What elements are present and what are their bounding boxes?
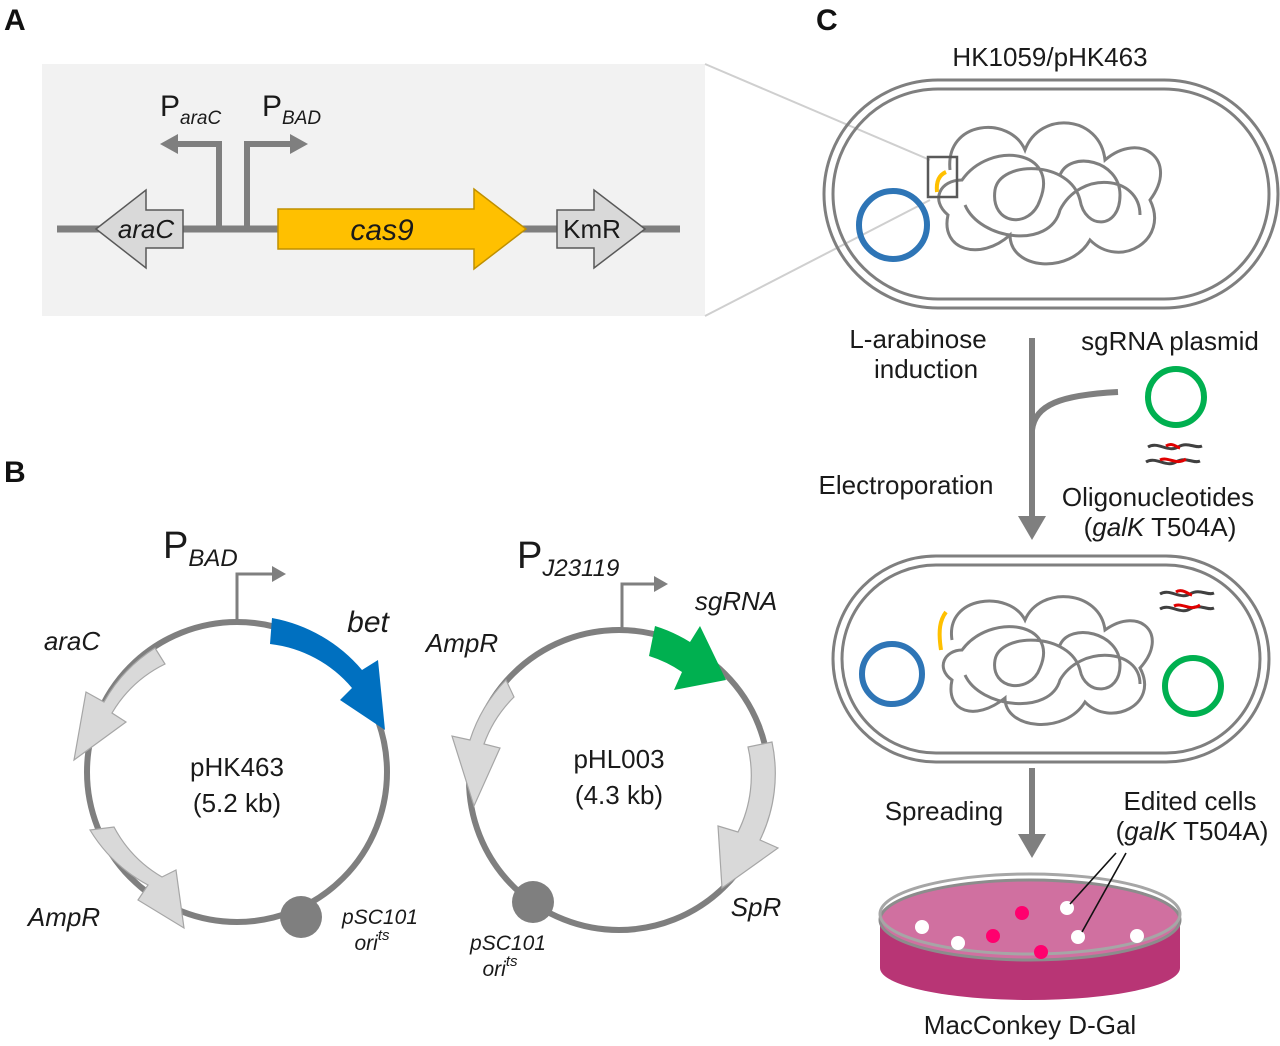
panel-a-background [42,64,705,316]
plate-lid-rim [878,872,1182,956]
cell-top-outer-membrane [822,78,1280,310]
promoter-bad-label: PBAD [262,90,321,129]
colony-red [986,929,1000,943]
phl003-promoter-arrowhead [654,576,668,592]
colony-white [951,936,965,950]
cell-bottom-oligo-2 [1159,605,1215,613]
cell-bottom-oligo-2-mutation [1173,603,1201,610]
flow-arrow-spreading-head [1018,834,1046,858]
panel-label-a: A [4,4,26,37]
phl003-promoter-arrow [620,582,656,630]
promoter-bad-arrow [244,141,294,226]
oligo-icon-2-mutation [1159,457,1187,464]
phl003-spr-label: SpR [731,892,782,922]
sgrna-plasmid-icon [1145,366,1207,428]
phl003-size: (4.3 kb) [575,780,663,810]
cas9-gene-label: cas9 [350,214,414,247]
cell-top-chromosome [937,121,1163,266]
plasmid-phk463: PBAD bet araC AmpR pSC101 orits pHK463 (… [26,525,418,955]
plate-surface [878,878,1182,962]
panel-b: PBAD bet araC AmpR pSC101 orits pHK463 (… [26,525,781,981]
phl003-name: pHL003 [573,744,664,774]
phl003-ori-label-line2: orits [482,953,518,981]
cas9-gene-arrow [277,187,528,271]
kmr-gene-arrow [556,188,647,270]
cell-bottom [831,554,1271,764]
cell-top-plasmid [856,188,930,262]
phk463-promoter-arrowhead [272,566,286,582]
plasmid-phl003: PJ23119 sgRNA AmpR SpR pSC101 orits pHL0… [424,535,781,981]
colony-white [1130,929,1144,943]
edited-label-line2: (galK T504A) [1116,816,1269,846]
oligo-label-line1: Oligonucleotides [1062,482,1254,512]
sgrna-gene-label: sgRNA [695,586,777,616]
phk463-arac-label: araC [44,626,101,656]
phk463-size: (5.2 kb) [193,788,281,818]
promoter-arac-arrow [172,141,222,226]
arac-gene-arrow [94,188,184,270]
cell-top [822,78,1280,310]
edited-label-line1: Edited cells [1124,786,1257,816]
edited-pointer-1 [1069,852,1117,905]
flow-arrow-branch [1029,389,1119,431]
cell-bottom-cas9-locus [937,610,948,651]
macconkey-plate [878,852,1182,1000]
panel-c: HK1059/pHK463 L-arabinose induction sgRN… [819,42,1280,1040]
flow-arrow-main-head [1018,516,1046,540]
bet-gene-label: bet [347,606,390,639]
strain-label: HK1059/pHK463 [952,42,1147,72]
phk463-promoter-label: PBAD [163,525,238,572]
cell-bottom-chromosome [941,595,1154,726]
induction-label-line1: L-arabinose [849,324,986,354]
kmr-gene-label: KmR [563,214,621,244]
oligo-icon-1-mutation [1165,442,1181,450]
induction-label-line2: induction [874,354,978,384]
phk463-ori-label-line2: orits [354,927,390,955]
colony-red [1015,906,1029,920]
colony-white [1060,901,1074,915]
promoter-arac-arrowhead [160,134,178,154]
phk463-ori-dot [280,896,322,938]
bet-gene-arrow [270,618,385,730]
panel-label-b: B [4,456,26,489]
plate-label: MacConkey D-Gal [924,1010,1136,1040]
cell-bottom-oligo-1-mutation [1175,589,1193,597]
promoter-bad-arrowhead [290,134,308,154]
colony-white [1071,930,1085,944]
cell-top-zoom-box [926,155,959,199]
phk463-ampr-arrow [89,826,185,930]
phl003-ampr-label: AmpR [424,628,498,658]
phk463-promoter-arrow [235,572,274,622]
phl003-ori-dot [512,881,554,923]
oligo-label-line2: (galK T504A) [1084,512,1237,542]
phk463-arac-arrow [73,647,166,762]
spreading-label: Spreading [885,796,1004,826]
colony-white [915,920,929,934]
colony-red [1034,945,1048,959]
zoom-line-top [704,63,931,161]
phk463-name: pHK463 [190,752,284,782]
edited-pointer-2 [1081,852,1127,933]
sgrna-plasmid-label: sgRNA plasmid [1081,326,1259,356]
cell-top-cas9-locus [934,170,947,193]
cell-bottom-inner-membrane [840,563,1262,755]
phl003-promoter-label: PJ23119 [517,535,619,582]
cell-bottom-outer-membrane [831,554,1271,764]
promoter-arac-label: ParaC [160,90,221,129]
cell-top-inner-membrane [831,87,1271,301]
phl003-ampr-arrow [451,678,515,808]
phk463-ampr-label: AmpR [26,902,100,932]
zoom-line-bottom [704,199,931,317]
arac-gene-label: araC [118,214,175,244]
phk463-ori-label-line1: pSC101 [341,906,418,929]
panel-a: ParaC PBAD araC cas9 KmR [42,63,931,317]
sgrna-gene-arrow [649,626,726,690]
phl003-spr-arrow [717,741,780,890]
panel-label-c: C [816,4,838,37]
cell-bottom-plasmid [859,641,925,707]
phl003-ori-label-line1: pSC101 [469,932,546,955]
cell-bottom-sgrna-plasmid [1162,655,1224,717]
electroporation-label: Electroporation [819,470,994,500]
